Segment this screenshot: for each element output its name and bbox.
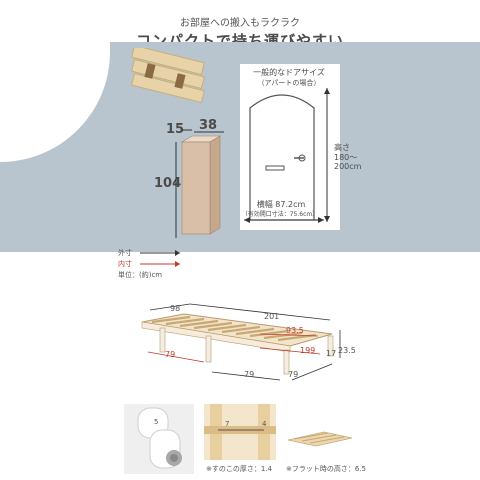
flat-caption: ※フラット時の高さ：6.5: [286, 465, 366, 473]
door-height-2: 180〜: [334, 153, 358, 162]
leg-illustration: [137, 407, 182, 469]
door-width-2: （有効開口寸法：75.6cm）: [241, 211, 319, 218]
slat-gap-a: 7: [225, 420, 230, 428]
bed-leg-height: 17: [326, 349, 337, 358]
box-depth: 15: [166, 122, 185, 137]
slat-photo: [204, 404, 276, 460]
flat-photo: [284, 404, 356, 460]
legend-inner-line: [140, 261, 180, 267]
bed-diagram: [141, 303, 341, 381]
door-label-2: （アパートの場合）: [257, 79, 321, 87]
bed-leg-spacing-c: 79: [288, 370, 299, 379]
door-height-3: 200cm: [334, 162, 362, 171]
box-width: 38: [199, 118, 218, 133]
leg-size: 5: [154, 418, 159, 426]
bed-inner-length: 199: [300, 346, 316, 355]
slat-gap-b: 4: [262, 420, 267, 428]
folded-bed-image: [131, 48, 205, 104]
door-height-1: 高さ: [334, 143, 350, 152]
legend-outer-line: [140, 250, 180, 256]
unit-note: 単位：(約)cm: [118, 271, 163, 279]
leg-photo: [124, 404, 194, 474]
slat-illustration: [204, 404, 276, 460]
bed-length: 201: [264, 312, 280, 321]
bed-inner-width: 93.5: [286, 326, 304, 335]
door-height-arrow: [324, 88, 330, 222]
flat-illustration: [287, 431, 353, 447]
door-label-1: 一般的なドアサイズ: [253, 68, 325, 77]
legend-outer-label: 外寸: [118, 249, 132, 257]
subtitle: お部屋への搬入もラクラク: [180, 18, 300, 29]
box-height-arrow: [175, 142, 177, 238]
bed-width: 98: [170, 304, 181, 313]
bed-total-height: 23.5: [338, 346, 356, 355]
legend-inner-label: 内寸: [118, 260, 132, 268]
bed-leg-spacing-b: 79: [244, 370, 255, 379]
slat-caption: ※すのこの厚さ：1.4: [206, 465, 272, 473]
box-illustration: [180, 129, 224, 235]
door-width-1: 横幅 87.2cm: [256, 200, 306, 209]
box-height: 104: [154, 176, 182, 191]
bed-leg-spacing-a: 79: [165, 350, 176, 359]
door-width-arrow: [244, 217, 324, 223]
